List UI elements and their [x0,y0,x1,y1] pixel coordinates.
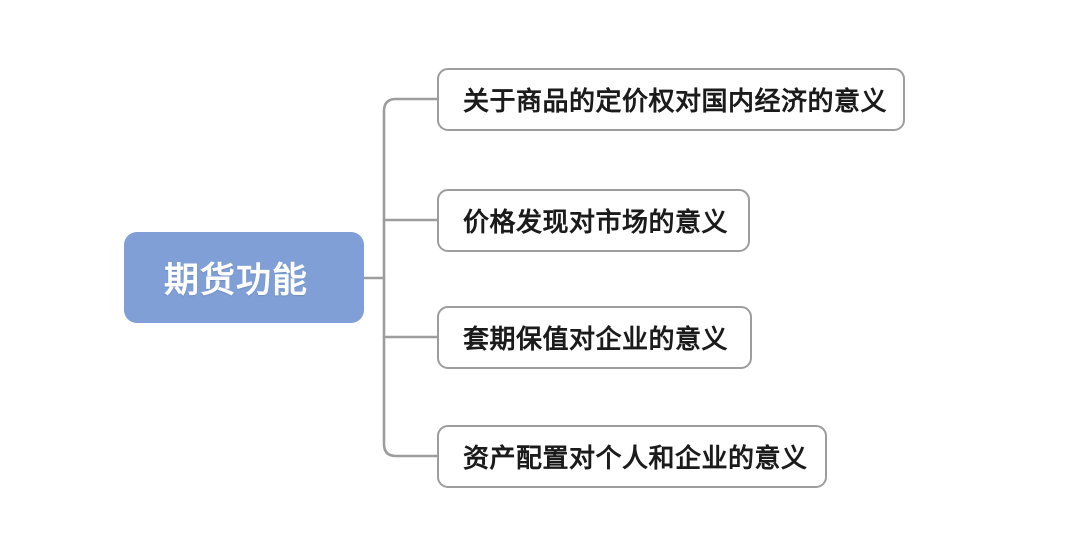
child-node-3[interactable]: 套期保值对企业的意义 [437,306,752,369]
root-node[interactable]: 期货功能 [124,232,364,323]
child-node-1-label: 关于商品的定价权对国内经济的意义 [463,86,888,116]
child-node-2[interactable]: 价格发现对市场的意义 [437,189,750,252]
child-node-4-label: 资产配置对个人和企业的意义 [463,443,808,473]
child-node-4[interactable]: 资产配置对个人和企业的意义 [437,425,827,488]
child-node-3-label: 套期保值对企业的意义 [463,324,729,354]
child-node-1[interactable]: 关于商品的定价权对国内经济的意义 [437,68,905,131]
root-node-label: 期货功能 [164,261,309,300]
connector-trunk [382,97,439,458]
child-node-2-label: 价格发现对市场的意义 [463,207,729,237]
